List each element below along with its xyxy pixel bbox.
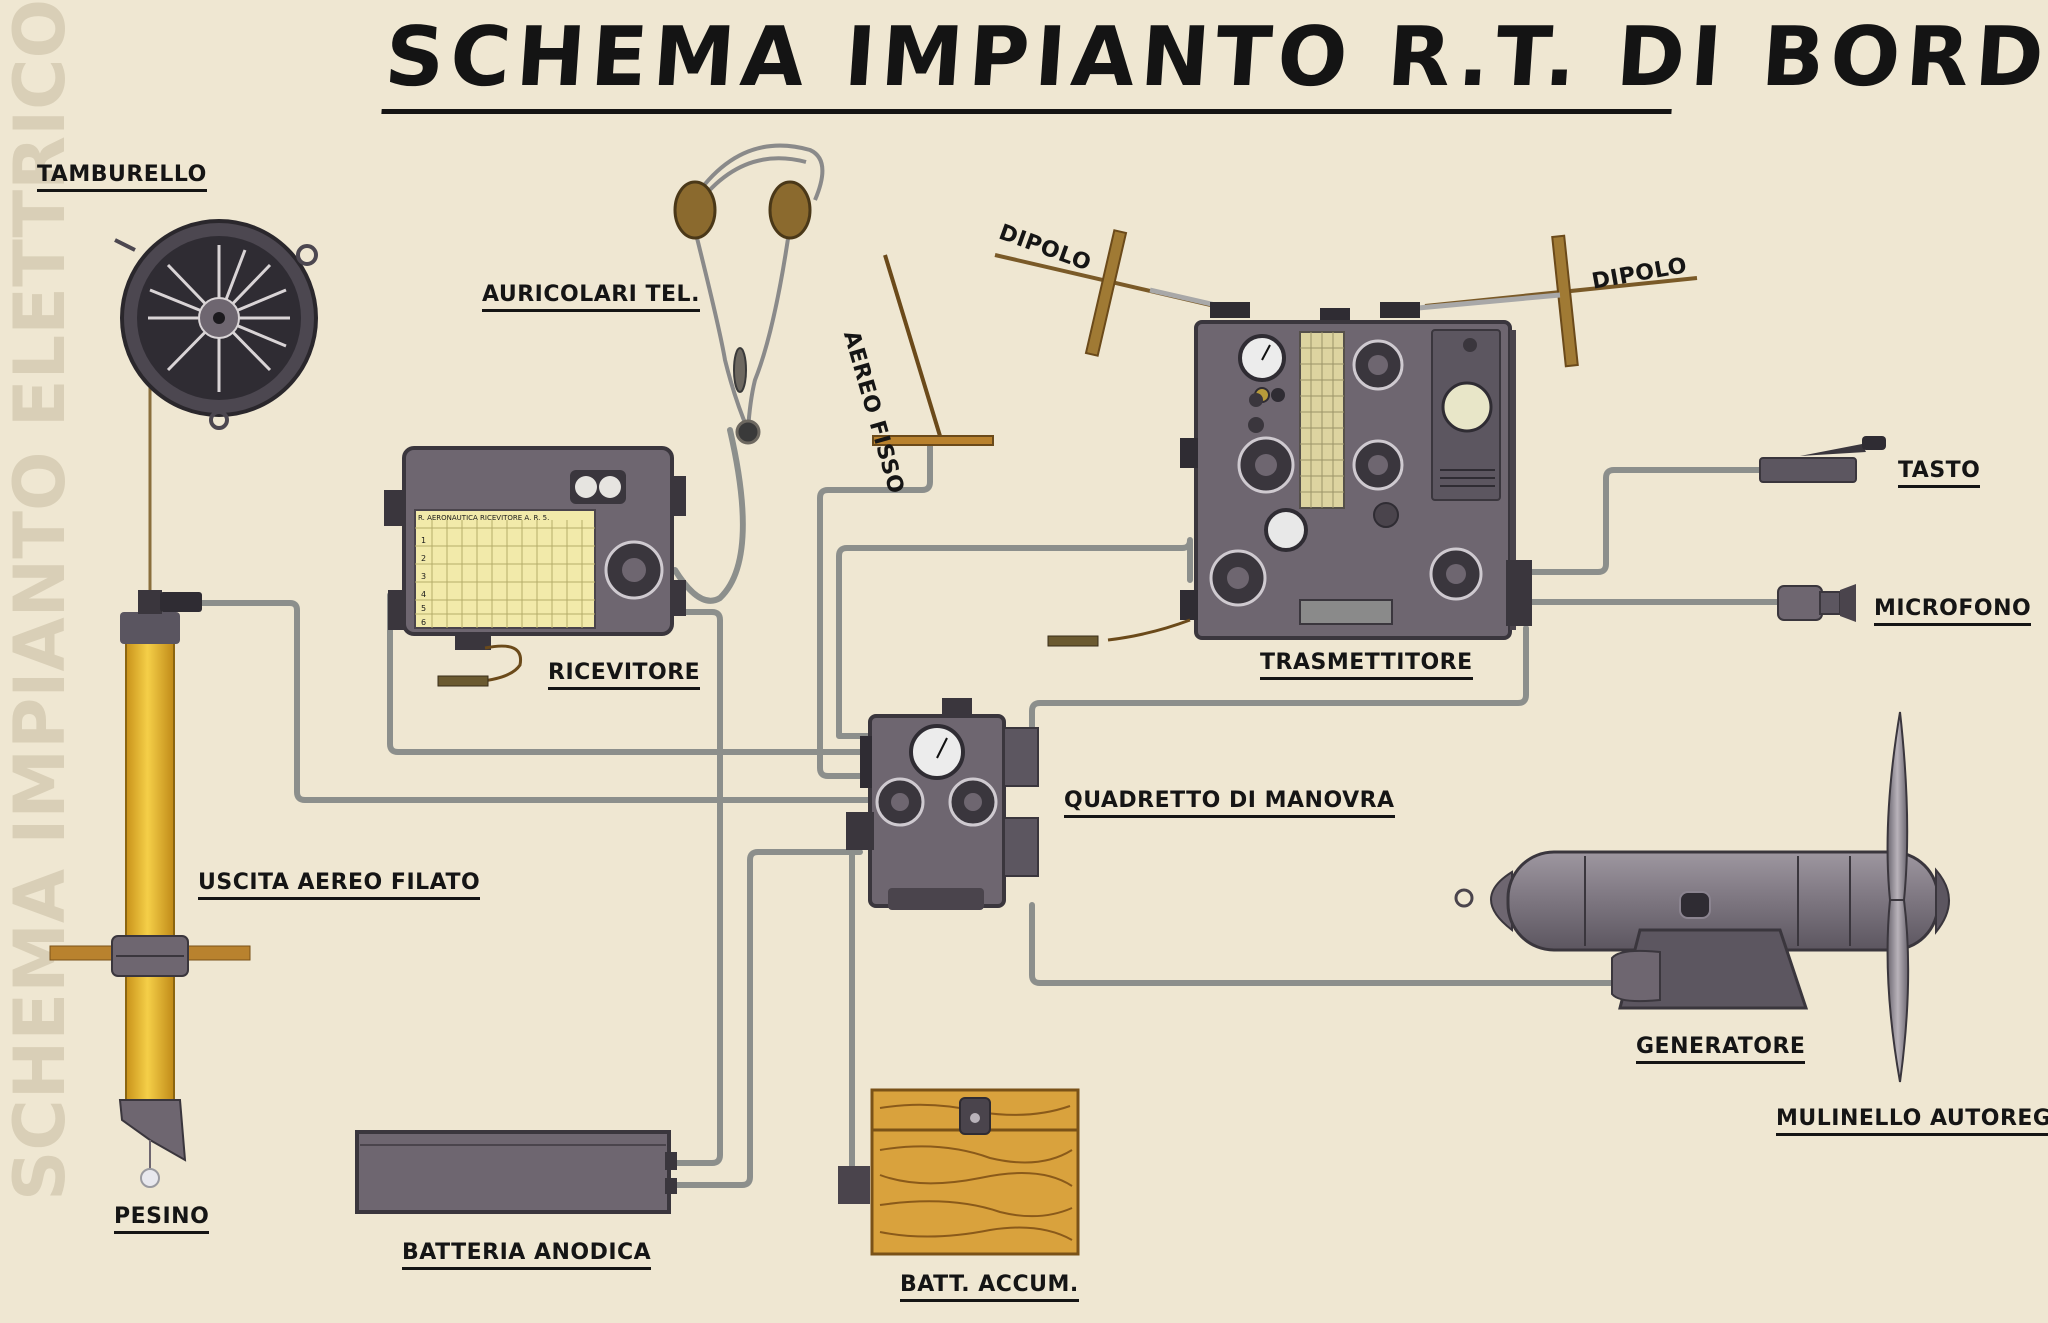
receiver-row-4: 4 [421, 590, 426, 599]
receiver-row-1: 1 [421, 536, 426, 545]
pesino-weight [140, 1168, 160, 1188]
label-tamburello: TAMBURELLO [37, 162, 207, 192]
tamburello-reel [114, 219, 318, 600]
batt-accum [838, 1088, 1080, 1256]
aereo-fisso-antenna [872, 254, 994, 446]
receiver-row-3: 3 [421, 572, 426, 581]
dipolo-right [1417, 234, 1698, 368]
label-pesino: PESINO [114, 1204, 210, 1234]
cable-quadretto-generatore [1029, 902, 1615, 986]
dipolo-left [994, 229, 1221, 357]
label-batteria-anodica: BATTERIA ANODICA [402, 1240, 652, 1270]
label-trasmettitore: TRASMETTITORE [1260, 650, 1473, 680]
ricevitore-unit: R. AERONAUTICA RICEVITORE A. R. 5. 1 2 3… [384, 446, 686, 687]
tasto-key [1759, 436, 1886, 483]
batteria-anodica [355, 1130, 677, 1214]
receiver-row-6: 6 [421, 618, 426, 627]
label-ricevitore: RICEVITORE [548, 660, 701, 690]
cable-ricevitore-quadretto [387, 592, 873, 755]
quadretto-unit [846, 698, 1039, 910]
receiver-row-2: 2 [421, 554, 426, 563]
propeller-blade-top [1886, 711, 1909, 901]
cables [197, 427, 1783, 1188]
receiver-panel-header: R. AERONAUTICA RICEVITORE A. R. 5. [418, 514, 549, 522]
cable-trasmettitore-quadretto [836, 537, 1193, 739]
cable-trasmettitore-quadretto-2 [1029, 625, 1529, 738]
label-generatore: GENERATORE [1636, 1034, 1806, 1064]
auricolari-headphones [673, 143, 825, 445]
cable-tasto [1529, 467, 1763, 575]
label-batt-accum: BATT. ACCUM. [900, 1272, 1079, 1302]
cable-aereo-fisso [817, 443, 933, 779]
cable-uscita-quadretto [197, 600, 873, 803]
cable-quadretto-batteria [669, 849, 863, 1188]
poster-title: SCHEMA IMPIANTO R.T. DI BORDO [381, 10, 2048, 114]
cable-auricolari [672, 427, 746, 604]
label-microfono: MICROFONO [1874, 596, 2032, 626]
propeller-blade-bottom [1886, 899, 1910, 1083]
cable-ricevitore-batteria [669, 609, 723, 1166]
label-quadretto: QUADRETTO DI MANOVRA [1064, 788, 1395, 818]
label-tasto: TASTO [1898, 458, 1981, 488]
receiver-row-5: 5 [421, 604, 426, 613]
trasmettitore-unit [1047, 302, 1532, 647]
label-mulinello: MULINELLO AUTOREG. [1776, 1106, 2048, 1136]
uscita-aereo-filato [49, 590, 251, 1188]
generatore-unit [1454, 711, 1950, 1083]
label-uscita: USCITA AEREO FILATO [198, 870, 481, 900]
microfono-mic [1777, 584, 1856, 622]
label-auricolari: AURICOLARI TEL. [482, 282, 700, 312]
